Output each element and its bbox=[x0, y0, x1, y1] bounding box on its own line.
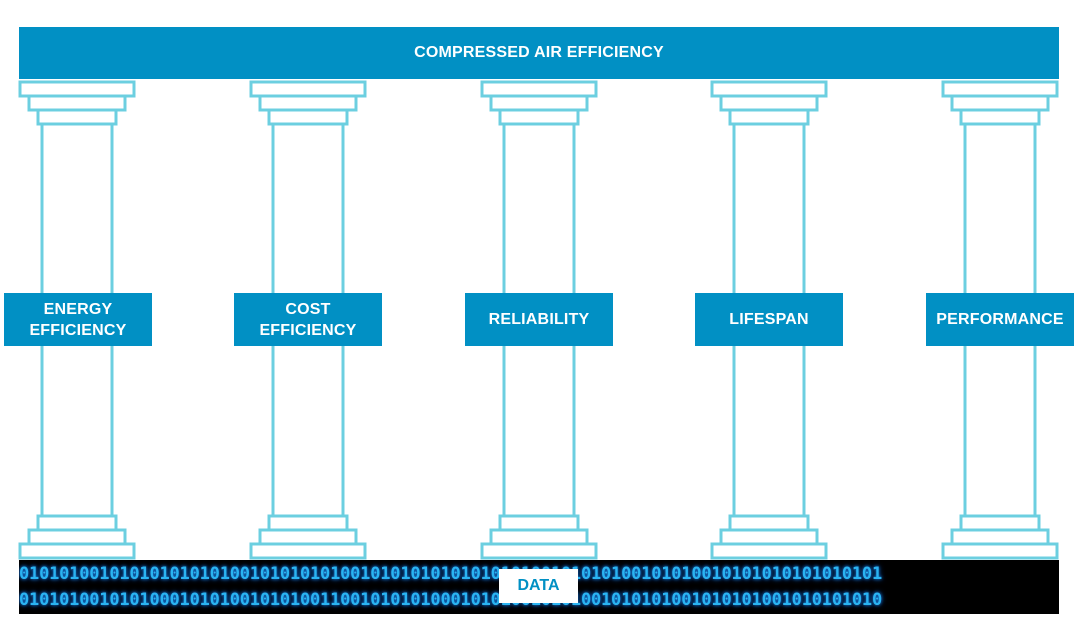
pillar-4-capital-tier-3 bbox=[728, 108, 810, 126]
pillar-label-performance: PERFORMANCE bbox=[926, 293, 1074, 346]
pillar-5-base-tier-3 bbox=[941, 542, 1059, 560]
pillar-3-capital-tier-1 bbox=[480, 80, 598, 98]
pillar-1-base-tier-1 bbox=[36, 514, 118, 532]
pillar-2-base-tier-2 bbox=[258, 528, 358, 546]
pillar-label-reliability: RELIABILITY bbox=[465, 293, 613, 346]
pillar-1-base-tier-2 bbox=[27, 528, 127, 546]
pillar-5-capital-tier-3 bbox=[959, 108, 1041, 126]
pillar-2-capital-tier-3 bbox=[267, 108, 349, 126]
pillar-3-base-tier-3 bbox=[480, 542, 598, 560]
pillar-5-capital-tier-2 bbox=[950, 94, 1050, 112]
pillar-4-capital-tier-1 bbox=[710, 80, 828, 98]
pillar-2-capital-tier-2 bbox=[258, 94, 358, 112]
pillar-3-capital-tier-2 bbox=[489, 94, 589, 112]
pillar-label-cost-efficiency: COST EFFICIENCY bbox=[234, 293, 382, 346]
pillar-3-base-tier-1 bbox=[498, 514, 580, 532]
pillar-1-capital-tier-3 bbox=[36, 108, 118, 126]
pillar-5-base-tier-1 bbox=[959, 514, 1041, 532]
pillar-1-base-tier-3 bbox=[18, 542, 136, 560]
pillar-1-capital-tier-2 bbox=[27, 94, 127, 112]
pillar-4-base-tier-1 bbox=[728, 514, 810, 532]
pillar-label-lifespan: LIFESPAN bbox=[695, 293, 843, 346]
pillar-4-base-tier-2 bbox=[719, 528, 819, 546]
pillar-2-base-tier-1 bbox=[267, 514, 349, 532]
binary-row-bottom: 0101010010101000101010010101001100101010… bbox=[19, 590, 882, 610]
pillar-label-energy-efficiency: ENERGY EFFICIENCY bbox=[4, 293, 152, 346]
pillar-5-capital-tier-1 bbox=[941, 80, 1059, 98]
pillar-4-capital-tier-2 bbox=[719, 94, 819, 112]
pillar-4-base-tier-3 bbox=[710, 542, 828, 560]
pillar-3-capital-tier-3 bbox=[498, 108, 580, 126]
pillar-5-base-tier-2 bbox=[950, 528, 1050, 546]
pillar-2-capital-tier-1 bbox=[249, 80, 367, 98]
pillar-3-base-tier-2 bbox=[489, 528, 589, 546]
pillar-2-base-tier-3 bbox=[249, 542, 367, 560]
binary-row-top: 0101010010101010101010010101010100101010… bbox=[19, 564, 882, 584]
pillar-1-capital-tier-1 bbox=[18, 80, 136, 98]
diagram-title: COMPRESSED AIR EFFICIENCY bbox=[19, 27, 1059, 79]
data-label: DATA bbox=[499, 569, 578, 603]
